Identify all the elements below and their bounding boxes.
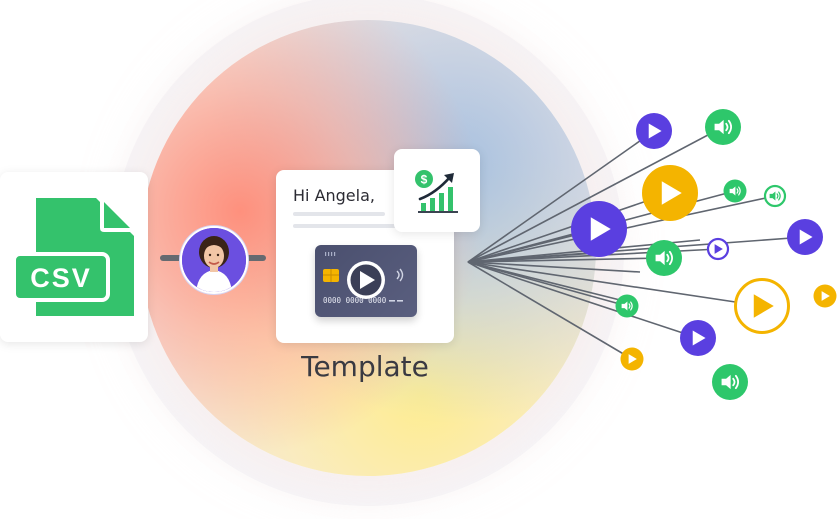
play-icon xyxy=(628,354,637,364)
speaker-icon xyxy=(714,119,732,135)
play-icon xyxy=(714,244,723,254)
video-output-node xyxy=(787,219,823,255)
fan-out-line xyxy=(467,257,665,263)
fan-out-line xyxy=(467,261,763,307)
csv-file-icon: CSV xyxy=(12,198,134,316)
play-icon xyxy=(821,291,830,301)
audio-output-node xyxy=(763,184,787,208)
play-icon xyxy=(799,229,813,245)
text-placeholder-line xyxy=(293,212,385,216)
speaker-icon xyxy=(721,374,739,390)
play-icon xyxy=(692,330,706,346)
play-icon xyxy=(590,217,611,241)
audio-output-node xyxy=(712,364,748,400)
template-greeting: Hi Angela, xyxy=(293,186,375,205)
csv-label: CSV xyxy=(30,263,92,293)
svg-text:$: $ xyxy=(421,173,428,187)
audio-output-node xyxy=(705,109,741,145)
fan-out-line xyxy=(467,192,671,263)
csv-file-card: CSV xyxy=(0,172,148,342)
play-icon xyxy=(753,294,774,318)
speaker-icon xyxy=(655,250,673,266)
video-output-node xyxy=(734,278,790,334)
person-avatar xyxy=(180,226,248,294)
speaker-icon xyxy=(729,186,741,196)
growth-chart-dollar-icon: $ xyxy=(415,170,458,213)
fan-out-line xyxy=(467,126,724,263)
fan-out-line xyxy=(467,261,633,360)
play-icon xyxy=(648,123,662,139)
video-output-node xyxy=(813,284,837,308)
speaker-icon xyxy=(769,191,781,201)
card-number: 0000 0000 0000 xyxy=(323,296,387,305)
text-placeholder-line xyxy=(293,224,403,228)
connector-left xyxy=(160,255,186,261)
video-output-node xyxy=(642,165,698,221)
audio-output-node xyxy=(615,294,639,318)
credit-card-illustration: 0000 0000 0000 xyxy=(323,252,404,305)
video-output-node xyxy=(620,347,644,371)
fan-out-line xyxy=(467,261,699,339)
play-icon xyxy=(661,181,682,205)
connector-right xyxy=(240,255,266,261)
template-caption: Template xyxy=(301,350,429,383)
fan-out-line xyxy=(467,130,655,263)
audio-output-node xyxy=(646,240,682,276)
video-output-node xyxy=(571,201,627,257)
video-output-node xyxy=(636,113,672,149)
audio-output-node xyxy=(723,179,747,203)
video-output-node xyxy=(706,237,730,261)
video-output-node xyxy=(680,320,716,356)
speaker-icon xyxy=(621,301,633,311)
growth-card: $ xyxy=(394,149,480,232)
fan-out-line xyxy=(467,261,641,273)
fan-out-line xyxy=(467,261,621,301)
person-avatar-illustration xyxy=(182,228,246,292)
